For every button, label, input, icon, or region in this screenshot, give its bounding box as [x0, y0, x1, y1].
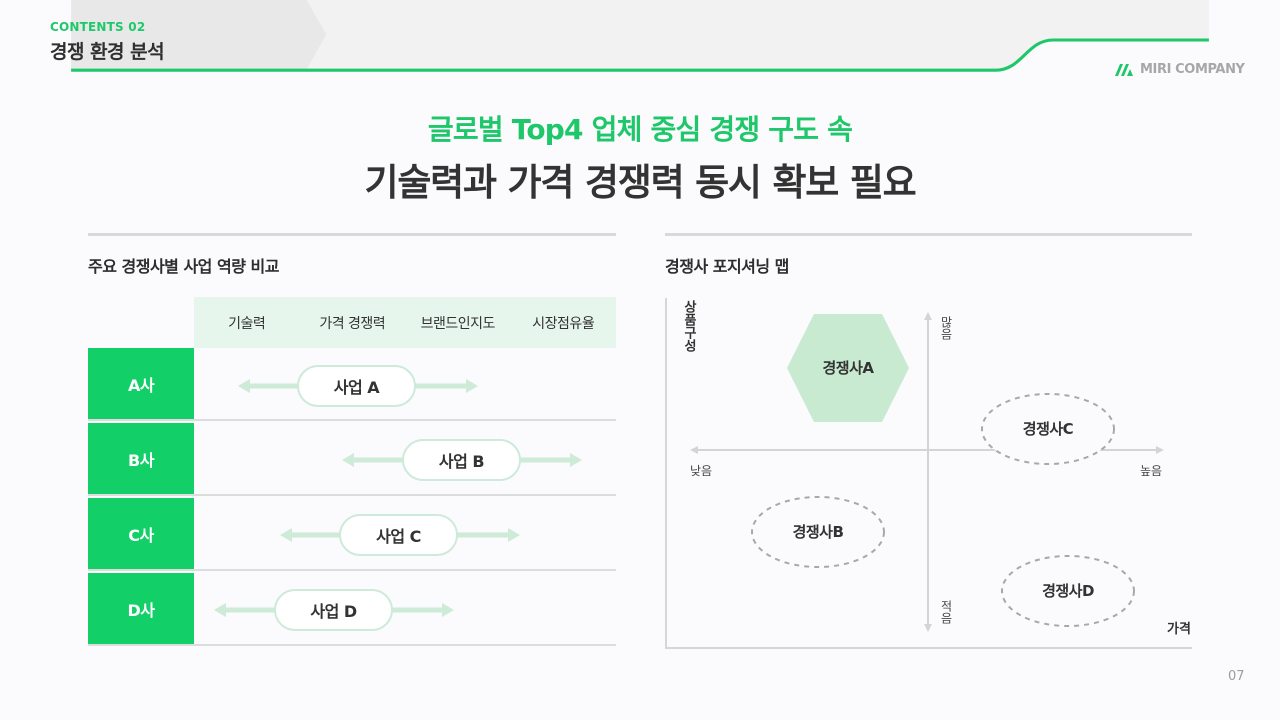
x-axis-label: 가격 — [1167, 622, 1191, 637]
row-body: 사업 A — [194, 348, 616, 419]
competitor-d-node: 경쟁사D — [1042, 582, 1094, 600]
slide-title: 기술력과 가격 경쟁력 동시 확보 필요 — [364, 161, 916, 204]
business-pill: 사업 B — [402, 439, 521, 481]
header-background — [71, 0, 1209, 80]
business-pill: 사업 C — [339, 514, 458, 556]
column-header: 시장점유율 — [532, 315, 595, 332]
column-header: 브랜드인지도 — [420, 315, 496, 332]
y-axis-low-label: 적음 — [939, 600, 953, 624]
company-label: D사 — [88, 573, 194, 644]
brand-name: MIRI COMPANY — [1140, 62, 1245, 77]
positioning-map-frame — [665, 298, 1192, 649]
y-axis-high-label: 많음 — [939, 316, 953, 340]
table-row: C사 사업 C — [88, 498, 616, 571]
contents-label: CONTENTS 02 — [50, 20, 146, 34]
section-title: 경쟁 환경 분석 — [50, 41, 165, 63]
right-panel-rule — [665, 233, 1192, 236]
slide-subtitle: 글로벌 Top4 업체 중심 경쟁 구도 속 — [427, 113, 853, 146]
row-body: 사업 D — [194, 573, 616, 644]
column-header: 가격 경쟁력 — [319, 315, 386, 332]
table-header: 기술력 가격 경쟁력 브랜드인지도 시장점유율 — [194, 297, 616, 348]
left-panel-heading: 주요 경쟁사별 사업 역량 비교 — [88, 257, 279, 276]
company-label: B사 — [88, 423, 194, 494]
right-panel-heading: 경쟁사 포지셔닝 맵 — [665, 257, 789, 276]
y-axis-label: 상품구성 — [681, 300, 696, 352]
competitor-a-node: 경쟁사A — [822, 359, 874, 377]
row-body: 사업 B — [194, 423, 616, 494]
competitor-c-node: 경쟁사C — [1022, 420, 1074, 438]
page-number: 07 — [1228, 669, 1245, 684]
company-label: A사 — [88, 348, 194, 419]
competitor-b-node: 경쟁사B — [792, 523, 844, 541]
table-row: B사 사업 B — [88, 423, 616, 496]
row-body: 사업 C — [194, 498, 616, 569]
table-row: A사 사업 A — [88, 348, 616, 421]
company-label: C사 — [88, 498, 194, 569]
brand-logo-icon — [1115, 63, 1133, 76]
left-panel-rule — [88, 233, 616, 236]
column-header: 기술력 — [228, 315, 266, 332]
business-pill: 사업 A — [297, 365, 416, 407]
table-row: D사 사업 D — [88, 573, 616, 646]
brand: MIRI COMPANY — [1112, 62, 1245, 77]
x-axis-high-label: 높음 — [1140, 464, 1163, 478]
business-pill: 사업 D — [274, 589, 393, 631]
x-axis-low-label: 낮음 — [690, 464, 713, 478]
